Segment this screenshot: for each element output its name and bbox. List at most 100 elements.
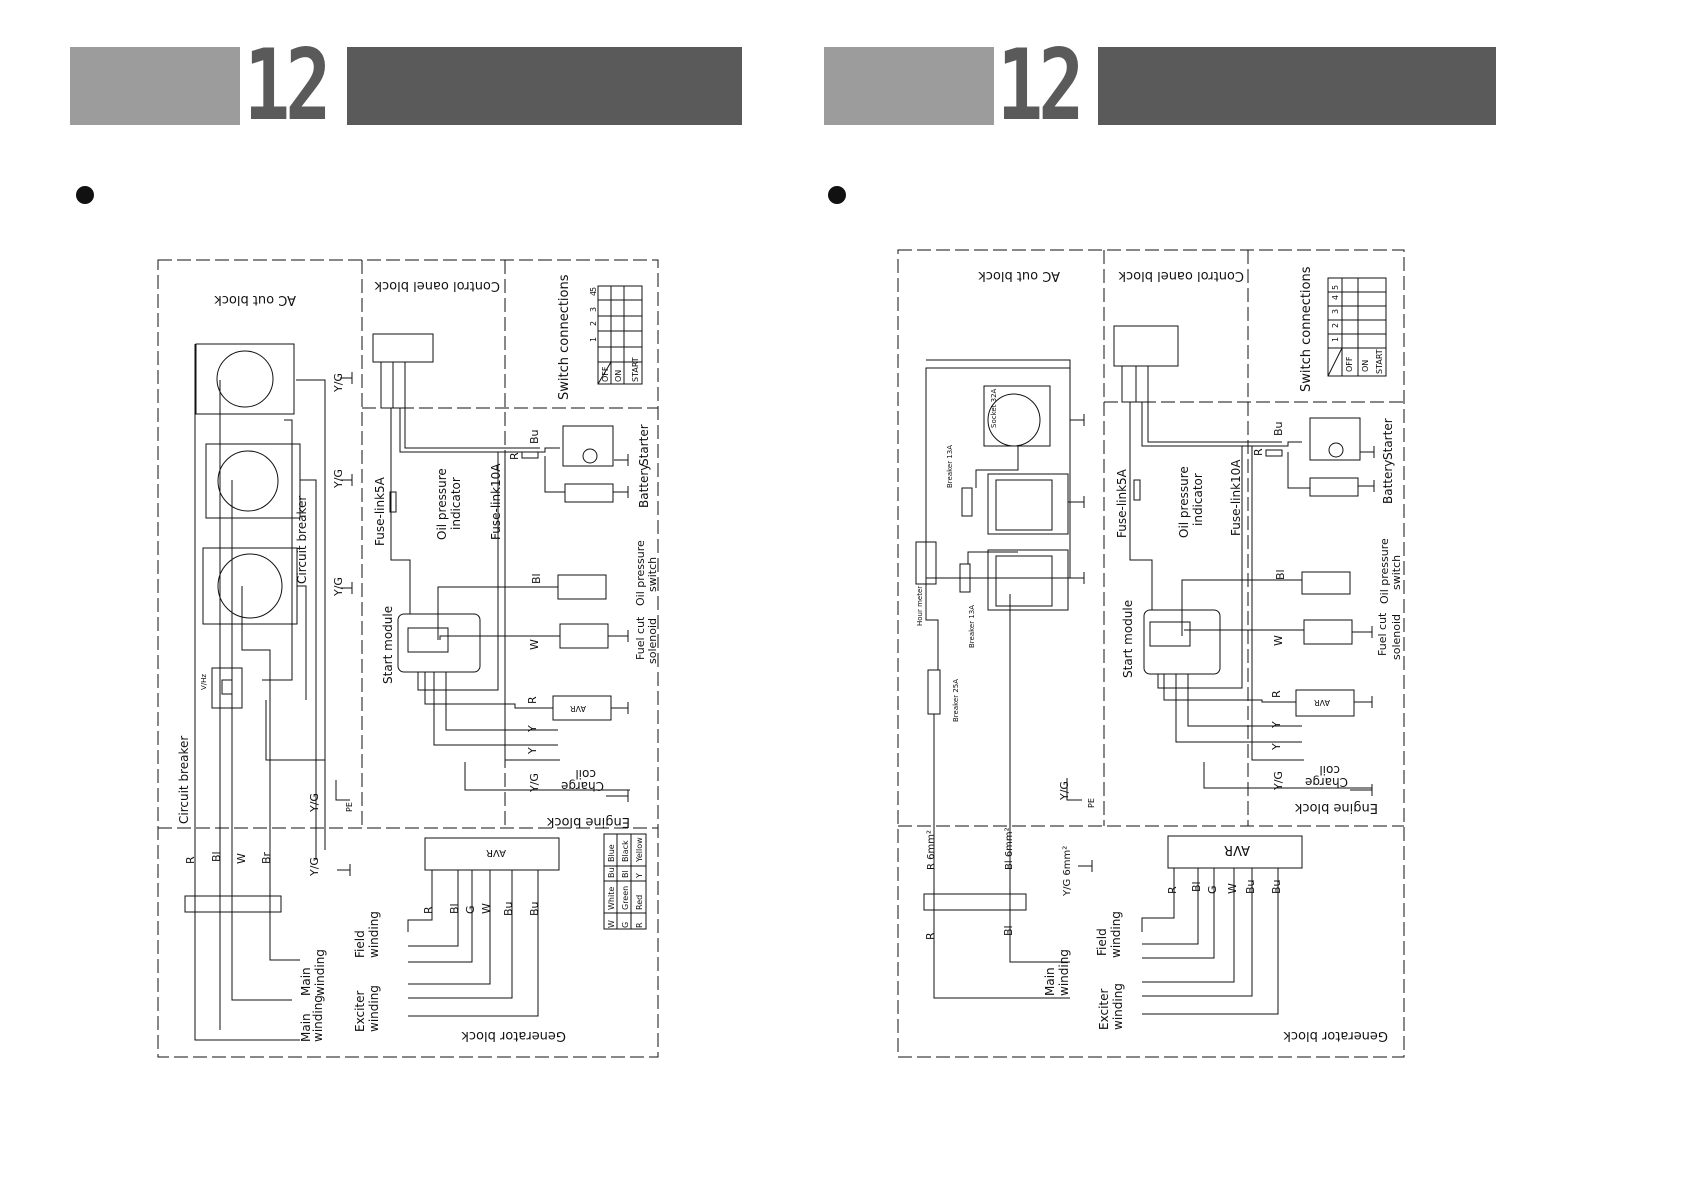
chapter-bar-light [70,47,240,125]
control-panel-block-label: Control oanel block [374,278,500,293]
fuel-cut-label-2: solenoid [1390,614,1403,660]
engine-block-label: Engine block [546,814,630,829]
wire-yg-5: Y/G [308,857,321,877]
main-winding-b-label-2: winding [311,995,325,1042]
chapter-bar-light [824,47,994,125]
wire-bu-3: Bu [528,901,541,916]
ac-out-block-label: AC out block [214,292,296,307]
legend-code-bl: Bl [621,870,630,878]
main-winding-label-1: Main [299,967,313,996]
switch-row-start: START [1375,349,1384,374]
wire-bl-3: Bl [448,903,461,914]
wire-br: Br [260,851,273,864]
engine-block-label: Engine block [1294,800,1378,815]
wire-w-3: W [480,903,493,914]
main-winding-label-2: winding [1057,949,1071,996]
circuit-breaker-label-2: Circuit breaker [295,496,309,584]
battery-label: Battery [1381,460,1395,504]
field-winding-label-2: winding [1109,911,1123,958]
wire-w-1: W [1272,635,1285,646]
wiring-diagram: AC out block Control oanel block Engine … [157,259,659,1058]
switch-col-2: 2 [589,321,598,326]
wire-w-1: W [528,639,541,650]
fuse-5a-label: Fuse-link5A [1115,468,1129,538]
chapter-bar-dark [347,47,742,125]
wire-r-4: R [1166,886,1179,894]
wire-y-2: Y [1270,743,1283,751]
wire-r-2: R [1270,690,1283,698]
wire-yg-1: Y/G [332,373,345,393]
wire-g: G [1206,885,1219,894]
starter-label: Starter [637,424,651,466]
wire-r-2: R [526,696,539,704]
switch-row-on: ON [614,370,623,382]
meter-label: V/Hz [200,674,208,690]
switch-col-3: 3 [589,307,598,312]
start-module-label: Start module [381,606,395,684]
field-winding-label-2: winding [367,911,381,958]
oil-switch-label-2: switch [646,557,659,592]
wire-y-1: Y [526,725,539,733]
legend-name-r: Red [635,895,644,910]
main-winding-label-1: Main [1043,967,1057,996]
wire-bl-3: Bl [1190,881,1203,892]
charge-coil-label-2: coil [575,767,596,781]
legend-code-r: R [635,922,644,928]
left-page: 12 [70,37,742,1058]
wire-y-2: Y [526,747,539,755]
charge-coil-label-1: Charge [1305,775,1348,789]
generator-block-label: Generator block [461,1028,566,1043]
hour-meter-label: Hour meter [916,586,924,626]
wire-g: G [464,905,477,914]
wire-bl-2: Bl [210,851,223,862]
socket-32a-label: Socket 32A [990,388,998,428]
charge-coil-label-1: Charge [561,779,604,793]
legend-name-y: Yellow [635,837,644,863]
generator-block-label: Generator block [1283,1028,1388,1043]
wire-r-6mm: R 6mm² [926,830,937,870]
circuit-breaker-label: Circuit breaker [177,736,191,824]
gen-avr-label: AVR [1224,842,1250,857]
ac-out-block-label: AC out block [978,268,1060,283]
legend-code-w: W [607,920,616,928]
wire-r-1: R [508,452,521,460]
chapter-number: 12 [997,29,1084,143]
fuel-cut-label-1: Fuel cut [1376,612,1389,656]
charge-coil-label-2: coil [1319,763,1340,777]
wire-r-4: R [422,906,435,914]
legend-name-bl: Black [621,840,630,862]
wire-r-3: R [924,932,937,940]
wire-bu-2: Bu [1244,879,1257,894]
gen-avr-label: AVR [486,847,506,858]
oil-switch-label-1: Oil pressure [634,540,647,606]
fuse-10a-label: Fuse-link10A [489,463,503,540]
breaker-13a-label-1: Breaker 13A [946,445,954,488]
wire-bl-6mm: Bl 6mm² [1004,827,1015,870]
wire-yg-4: Y/G [308,793,321,813]
chapter-bar-dark [1098,47,1496,125]
switch-row-off: OFF [1345,356,1354,372]
fuel-cut-label-1: Fuel cut [634,616,647,660]
wire-yg-1: Y/G [1058,781,1071,801]
switch-col-4: 4 [1331,295,1340,300]
fuel-cut-label-2: solenoid [646,618,659,664]
switch-col-3: 3 [1331,309,1340,314]
wire-r-3: R [184,856,197,864]
switch-connections-label: Switch connections [1299,266,1314,392]
switch-col-4: 4 [589,291,598,296]
wire-w-2: W [1226,883,1239,894]
exciter-winding-label-2: winding [367,985,381,1032]
wire-bl-1: Bl [530,573,543,584]
wire-yg-2: Y/G [1272,771,1285,791]
switch-col-2: 2 [1331,323,1340,328]
legend-code-g: G [621,922,630,928]
switch-col-5: 5 [1331,285,1340,290]
wire-bl-2: Bl [1002,925,1015,936]
legend-code-y: Y [635,873,644,879]
wire-r-1: R [1252,448,1265,456]
start-module-label: Start module [1121,600,1135,678]
wire-yg-2: Y/G [332,469,345,489]
engine-avr-label: AVR [1314,698,1330,707]
wire-bu-2: Bu [502,901,515,916]
oil-switch-label-2: switch [1390,555,1403,590]
